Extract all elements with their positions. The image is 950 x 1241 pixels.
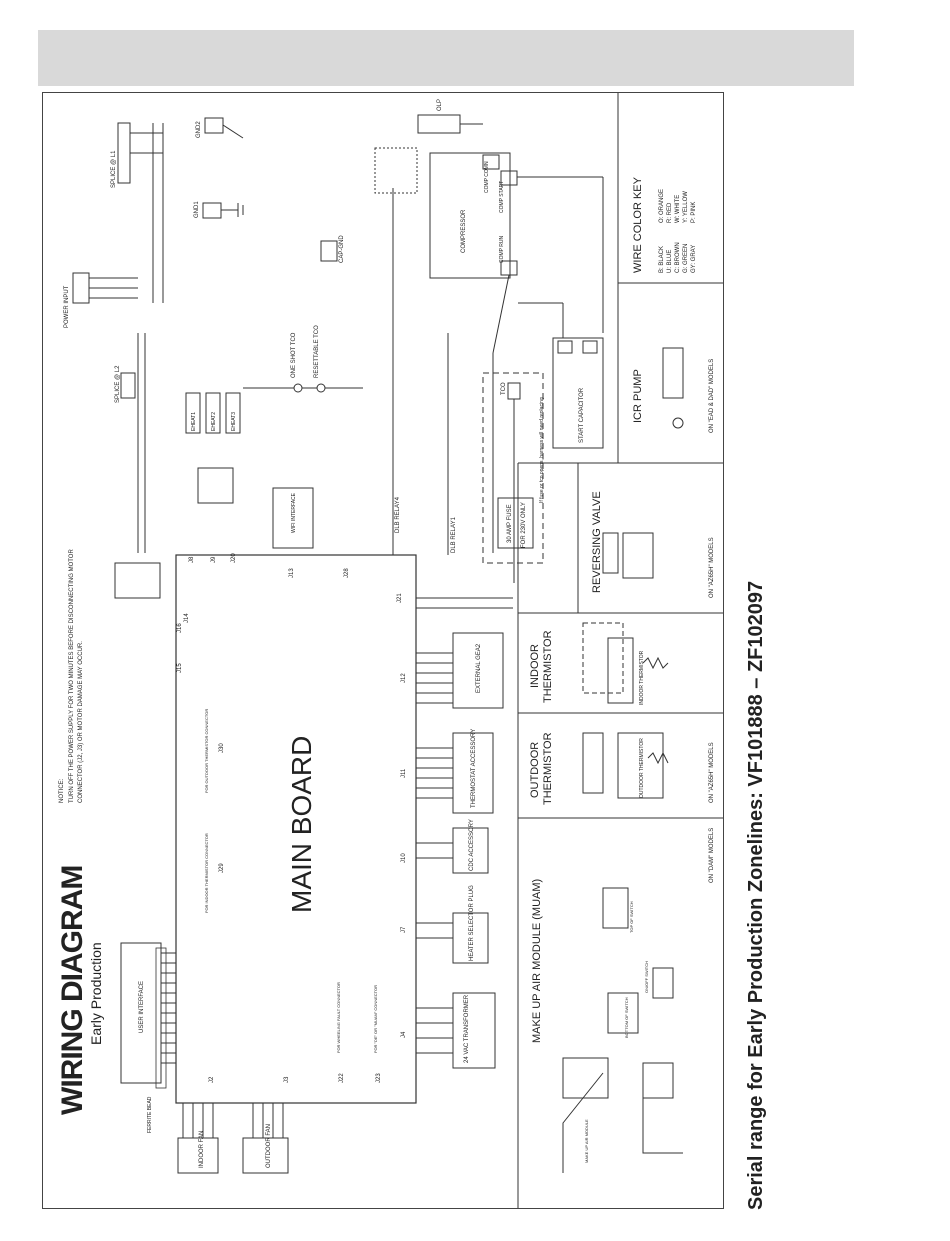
wire-key-orange: O: ORANGE xyxy=(659,189,665,223)
wiring-diagram-sheet: POWER INPUT SPLICE @ L1 SPLICE @ L2 GND1… xyxy=(42,92,724,1209)
dlb-relay1-label: DLB RELAY1 xyxy=(451,516,457,553)
dlb-relay4-label: DLB RELAY4 xyxy=(395,496,401,533)
note-j22: FOR WHEELING FAULT CONNECTOR xyxy=(336,982,341,1053)
compressor-label: COMPRESSOR xyxy=(461,209,467,253)
connector-j10: J10 xyxy=(401,853,407,863)
connector-j13: J13 xyxy=(289,568,295,578)
cdc-accessory-label: CDC ACCESSORY xyxy=(469,819,475,871)
comp-start-label: COMP START xyxy=(499,181,505,213)
connector-j20: J20 xyxy=(231,553,237,563)
wire-key-green: G: GREEN xyxy=(683,244,689,273)
wire-key-black: B: BLACK xyxy=(659,246,665,273)
connector-j11: J11 xyxy=(401,768,407,778)
thermostat-accessory-label: THERMOSTAT ACCESSORY xyxy=(471,729,477,808)
main-board-label: MAIN BOARD xyxy=(286,736,317,913)
note-indoor-thermistor: FOR INDOOR THERMISTOR CONNECTOR xyxy=(204,833,209,913)
cap-gnd-label: CAP-GND xyxy=(339,235,345,263)
wire-key-gray: GY: GRAY xyxy=(691,245,697,273)
connector-j9: J9 xyxy=(211,556,217,563)
tco-label: TCO xyxy=(501,382,507,395)
eheat3-label: EHEAT3 xyxy=(231,412,237,431)
icr-pump-models: ON "EAD & DAD" MODELS xyxy=(709,359,715,433)
muam-module-label: MAKE UP AIR MODULE xyxy=(584,1119,589,1163)
splice-l2-label: SPLICE @ L2 xyxy=(115,365,121,403)
muam-models: ON "DAM" MODELS xyxy=(709,828,715,883)
connector-j21: J21 xyxy=(397,593,403,603)
connector-j15: J15 xyxy=(177,663,183,673)
fuse-note: If fuse or tco opens, harness will need … xyxy=(539,397,545,503)
one-shot-tco-label: ONE SHOT TCO xyxy=(291,332,297,378)
muam-onoff-switch: ON/OFF SWITCH xyxy=(644,961,649,993)
diagram-subtitle: Early Production xyxy=(88,942,104,1045)
reversing-valve-title: REVERSING VALVE xyxy=(591,491,603,593)
wire-key-pink: P: PINK xyxy=(691,202,697,223)
connector-j12: J12 xyxy=(401,673,407,683)
wire-key-brown: C: BROWN xyxy=(675,242,681,273)
connector-j4: J4 xyxy=(401,1031,407,1038)
note-outdoor-thermistor: FOR OUTDOOR THERMISTOR CONNECTOR xyxy=(204,709,209,793)
splice-l1-label: SPLICE @ L1 xyxy=(111,150,117,188)
start-capacitor-label: START CAPACITOR xyxy=(579,387,585,443)
connector-j2: J2 xyxy=(209,1076,215,1083)
icr-pump-title: ICR PUMP xyxy=(632,369,644,423)
connector-j22: J22 xyxy=(339,1073,345,1083)
gnd2-label: GND2 xyxy=(196,121,202,138)
diagram-title: WIRING DIAGRAM xyxy=(56,865,89,1115)
outdoor-fan-label: OUTDOOR FAN xyxy=(266,1124,272,1168)
comp-run-label: COMP RUN xyxy=(499,235,505,263)
muam-title: MAKE UP AIR MODULE (MUAM) xyxy=(531,879,543,1043)
olp-label: OLP xyxy=(437,99,443,111)
ferrite-bead-label: FERRITE BEAD xyxy=(147,1096,153,1133)
wire-key-yellow: Y: YELLOW xyxy=(683,191,689,223)
outdoor-thermistor-models: ON "AZ65H" MODELS xyxy=(709,742,715,803)
wire-key-white: W: WHITE xyxy=(675,195,681,223)
indoor-thermistor-label: INDOOR THERMISTOR xyxy=(639,650,645,705)
connector-j14: J14 xyxy=(184,613,190,623)
notice-line2: CONNECTOR (J2, J3) OR MOTOR DAMAGE MAY O… xyxy=(78,641,84,803)
wiring-diagram-svg: POWER INPUT SPLICE @ L1 SPLICE @ L2 GND1… xyxy=(59,93,723,1208)
header-bar xyxy=(38,30,854,86)
connector-j3: J3 xyxy=(284,1076,290,1083)
eheat1-label: EHEAT1 xyxy=(191,412,197,431)
outdoor-thermistor-title-2: THERMISTOR xyxy=(542,732,554,805)
comp-comn-label: COMP COMN xyxy=(484,161,490,193)
fuse-label-1: 30 AMP FUSE xyxy=(507,504,513,543)
connector-j30: J30 xyxy=(219,743,225,753)
user-interface-label: USER INTERFACE xyxy=(139,981,145,1033)
wire-key-blue: U: BLUE xyxy=(667,250,673,273)
indoor-fan-label: INDOOR FAN xyxy=(199,1131,205,1168)
connector-j16: J16 xyxy=(177,623,183,633)
serial-range: Serial range for Early Production Zoneli… xyxy=(745,580,767,1210)
wire-key-red: R: RED xyxy=(667,202,673,223)
eheat2-label: EHEAT2 xyxy=(211,412,217,431)
fuse-label-2: FOR 230V ONLY xyxy=(521,502,527,548)
resettable-tco-label: RESETTABLE TCO xyxy=(314,325,320,378)
outdoor-thermistor-label: OUTDOOR THERMISTOR xyxy=(639,738,645,798)
power-input-label: POWER INPUT xyxy=(64,285,70,328)
connector-j8: J8 xyxy=(189,556,195,563)
connector-j23: J23 xyxy=(376,1073,382,1083)
reversing-valve-models: ON "AZ65H" MODELS xyxy=(709,537,715,598)
muam-bottom-switch: BOTTOM OF SWITCH xyxy=(624,997,629,1038)
connector-j28: J28 xyxy=(344,568,350,578)
note-j23: FOR "DE" OR "MUAM" CONNECTOR xyxy=(373,985,378,1053)
notice-header: NOTICE: xyxy=(59,778,65,803)
heater-selector-plug-label: HEATER SELECTOR PLUG xyxy=(469,885,475,961)
connector-j29: J29 xyxy=(219,863,225,873)
gnd1-label: GND1 xyxy=(194,201,200,218)
transformer-label: 24 VAC TRANSFORMER xyxy=(464,994,470,1063)
indoor-thermistor-title-1: INDOOR xyxy=(529,644,541,688)
indoor-thermistor-title-2: THERMISTOR xyxy=(542,630,554,703)
notice-line1: TURN OFF THE POWER SUPPLY FOR TWO MINUTE… xyxy=(69,549,75,803)
wire-color-key-title: WIRE COLOR KEY xyxy=(632,176,644,273)
wifi-interface-label: WIFI INTERFACE xyxy=(291,492,297,533)
external-gea2-label: EXTERNAL GEA2 xyxy=(476,643,482,693)
muam-top-switch: TOP OF SWITCH xyxy=(629,901,634,933)
outdoor-thermistor-title-1: OUTDOOR xyxy=(529,742,541,798)
connector-j7: J7 xyxy=(401,926,407,933)
